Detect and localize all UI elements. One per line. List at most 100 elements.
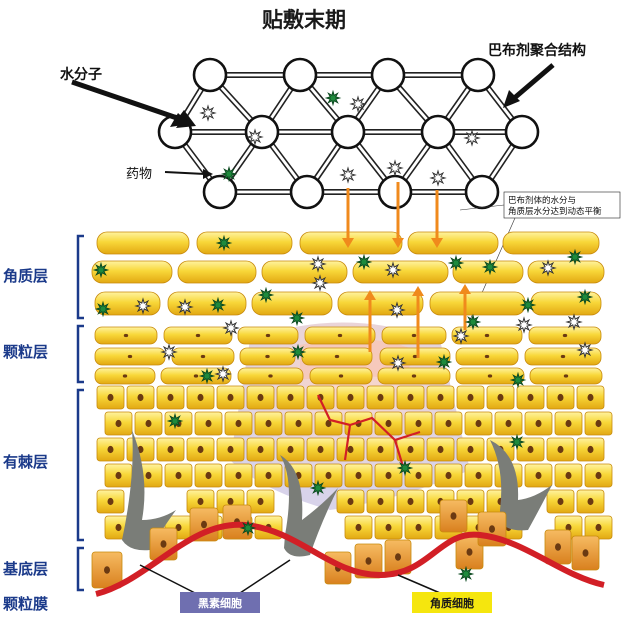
- melanocyte-dendrites: [122, 430, 552, 557]
- water-molecule-icon: [176, 298, 194, 316]
- lattice-node: [202, 174, 238, 210]
- polymer-structure-label: 巴布剂聚合结构: [488, 42, 586, 59]
- corneum-cell: [452, 260, 524, 284]
- drug-molecule-icon: [220, 165, 238, 183]
- cell-nucleus: [107, 445, 114, 454]
- corneum-cell: [91, 260, 173, 284]
- drug-molecule-icon: [435, 353, 453, 371]
- cell-nucleus: [265, 333, 271, 338]
- drug-molecule-icon: [566, 248, 584, 266]
- cell-nucleus: [197, 445, 204, 454]
- corneum-cell: [407, 231, 499, 255]
- cell-nucleus: [145, 471, 152, 480]
- cell-nucleus: [137, 393, 144, 402]
- cell-nucleus: [107, 497, 114, 506]
- water-transport-arrows: [342, 182, 471, 358]
- label-stratum-granulosum: 颗粒层: [3, 343, 48, 361]
- cell-nucleus: [235, 471, 242, 480]
- polymer-lattice: [157, 57, 540, 210]
- cell-nucleus: [295, 419, 302, 428]
- cell-nucleus: [475, 419, 482, 428]
- corneum-cell: [527, 260, 605, 284]
- water-molecule-icon: [389, 354, 407, 372]
- corneum-cell: [429, 291, 526, 316]
- cell-nucleus: [377, 445, 384, 454]
- drug-molecule-icon: [457, 565, 475, 583]
- cell-nucleus: [489, 525, 495, 533]
- cell-nucleus: [347, 445, 354, 454]
- cell-nucleus: [377, 497, 384, 506]
- cell-nucleus: [411, 333, 417, 338]
- page-title: 贴敷末期: [262, 8, 346, 32]
- lattice-node: [289, 174, 325, 210]
- drug-molecule-icon: [447, 254, 465, 272]
- cell-nucleus: [257, 445, 264, 454]
- cell-nucleus: [377, 393, 384, 402]
- water-molecule-icon: [199, 104, 217, 122]
- corneum-cell: [177, 260, 257, 284]
- water-molecule-icon: [565, 313, 583, 331]
- label-stratum-corneum: 角质层: [3, 267, 48, 285]
- lattice-node: [464, 174, 500, 210]
- drug-molecule-icon: [481, 258, 499, 276]
- cell-nucleus: [467, 393, 474, 402]
- cell-nucleus: [167, 393, 174, 402]
- drug-molecule-icon: [94, 300, 112, 318]
- cell-nucleus: [527, 393, 534, 402]
- drug-molecule-icon: [215, 234, 233, 252]
- water-molecule-icon: [452, 327, 470, 345]
- cell-nucleus: [527, 445, 534, 454]
- cell-nucleus: [197, 393, 204, 402]
- drug-molecule-icon: [509, 371, 527, 389]
- water-molecule-icon: [246, 128, 264, 146]
- cell-nucleus: [257, 393, 264, 402]
- transport-arrowhead: [431, 238, 443, 248]
- basement-membrane: [95, 521, 605, 597]
- cell-nucleus: [587, 497, 594, 506]
- cell-nucleus: [104, 566, 110, 574]
- corneum-cell: [337, 291, 424, 316]
- label-stratum-spinosum: 有棘层: [3, 453, 48, 471]
- cell-nucleus: [265, 354, 270, 359]
- drug-molecule-icon: [576, 288, 594, 306]
- layer-bracket: [76, 324, 84, 384]
- layer-bracket: [76, 546, 84, 592]
- keratinocyte-tag-text: 角质细胞: [430, 596, 474, 610]
- cell-nucleus: [127, 354, 133, 359]
- cell-nucleus: [437, 445, 444, 454]
- water-molecule-icon: [463, 129, 481, 147]
- cell-nucleus: [466, 548, 473, 556]
- cell-nucleus: [475, 471, 482, 480]
- cell-nucleus: [347, 393, 354, 402]
- cell-nucleus: [415, 419, 422, 428]
- cell-nucleus: [557, 393, 564, 402]
- cell-nucleus: [317, 445, 324, 454]
- drug-molecule-icon: [508, 433, 526, 451]
- cell-nucleus: [407, 445, 414, 454]
- drug-molecule-icon: [239, 519, 257, 537]
- drug-molecule-icon: [209, 296, 227, 314]
- cell-nucleus: [145, 419, 152, 428]
- cell-nucleus: [467, 445, 474, 454]
- cell-nucleus: [265, 419, 272, 428]
- cell-nucleus: [415, 471, 422, 480]
- transport-arrowhead: [364, 290, 376, 300]
- drug-molecule-icon: [519, 296, 537, 314]
- water-molecule-icon: [160, 343, 178, 361]
- cell-nucleus: [175, 471, 182, 480]
- cell-nucleus: [565, 471, 572, 480]
- keratinocyte-tag: 角质细胞: [397, 574, 492, 613]
- cell-nucleus: [595, 523, 602, 532]
- cell-nucleus: [385, 523, 392, 532]
- drug-molecule-icon: [396, 459, 414, 477]
- cell-nucleus: [557, 497, 564, 506]
- cell-nucleus: [355, 523, 362, 532]
- cell-nucleus: [115, 419, 122, 428]
- cell-nucleus: [265, 471, 272, 480]
- label-basement-membrane: 颗粒膜: [3, 595, 48, 613]
- cell-nucleus: [415, 523, 422, 532]
- corneum-cell: [352, 260, 449, 284]
- cell-nucleus: [347, 497, 354, 506]
